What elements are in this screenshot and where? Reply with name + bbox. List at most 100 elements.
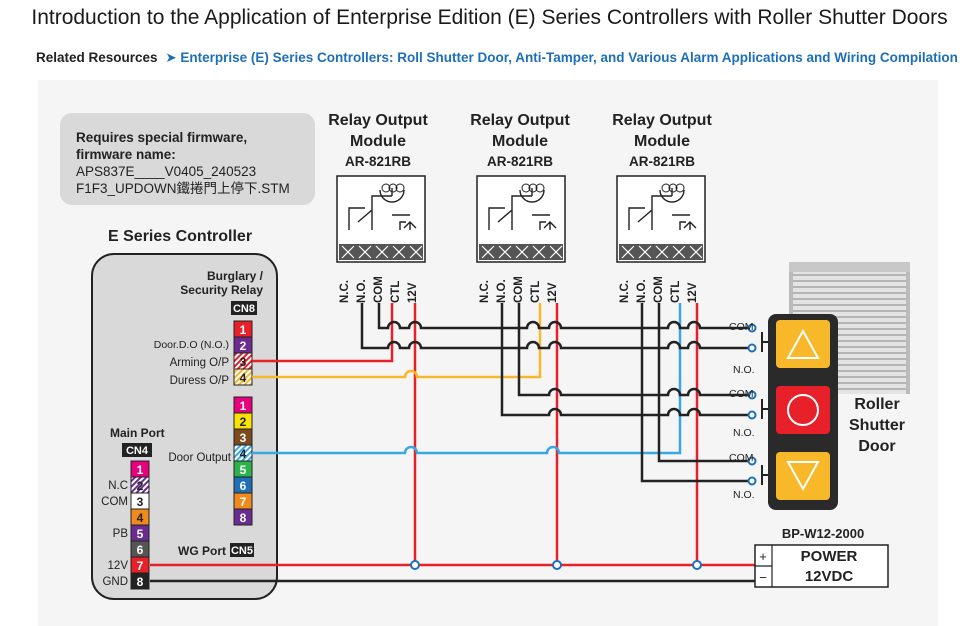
switch-up-com: COM <box>729 321 754 333</box>
relay-3-terminal-nc: N.C. <box>619 280 631 303</box>
door-label-3: Door <box>858 438 895 455</box>
wire-relay-1-com <box>377 303 752 330</box>
switch-contacts: COM N.O. COM N.O. COM N.O. <box>729 321 772 501</box>
relay-header-2: Security Relay <box>180 283 263 297</box>
switch-up-no: N.O. <box>733 364 755 376</box>
related-resources-link[interactable]: Enterprise (E) Series Controllers: Roll … <box>180 50 958 65</box>
relay-3-model: AR-821RB <box>629 154 695 169</box>
door-control-panel <box>768 314 838 510</box>
up-arrow-icon <box>786 328 820 359</box>
power-supply <box>754 544 889 588</box>
wg-pin-5: 5 <box>240 463 247 477</box>
wire-12v-drops <box>413 303 699 565</box>
relay-3-title-1: Relay Output <box>612 112 712 129</box>
firmware-line-1: Requires special firmware, <box>76 130 247 145</box>
main-label-12v: 12V <box>108 560 129 572</box>
relay-module-1: Relay Output Module AR-821RB <box>328 112 428 263</box>
down-arrow-icon <box>786 461 820 492</box>
wg-pin-8: 8 <box>240 511 247 525</box>
cn8-connector: 1 2 3 4 <box>233 320 253 386</box>
controller-title: E Series Controller <box>108 228 252 245</box>
relay-module-2: Relay Output Module AR-821RB <box>470 112 570 263</box>
cn8-pin-2: 2 <box>240 339 247 353</box>
relay-terminal-labels: N.C. N.O. COM CTL 12V N.C. N.O. COM CTL … <box>339 276 699 303</box>
relay-3-terminal-no: N.O. <box>636 279 648 303</box>
switch-down-com: COM <box>729 452 754 464</box>
relay-2-terminal-nc: N.C. <box>479 280 491 303</box>
wire-relay-1-no <box>360 303 752 350</box>
page-title: Introduction to the Application of Enter… <box>31 6 948 29</box>
switch-down-no: N.O. <box>733 489 755 501</box>
relay-2-title-2: Module <box>492 133 548 150</box>
cn8-label-arming: Arming O/P <box>170 357 230 369</box>
wiring <box>150 303 755 583</box>
main-port-connector: 1 2 3 4 5 6 7 8 <box>130 460 150 590</box>
main-pin-1: 1 <box>137 463 144 477</box>
relay-2-terminal-no: N.O. <box>496 279 508 303</box>
door-output-label: Door Output <box>168 452 231 464</box>
main-pin-4: 4 <box>137 511 144 525</box>
cn5-label: CN5 <box>231 545 253 557</box>
wg-pin-2: 2 <box>240 415 247 429</box>
switch-stop-no: N.O. <box>733 427 755 439</box>
power-model: BP-W12-2000 <box>782 526 864 541</box>
cn8-label-duress: Duress O/P <box>170 375 230 387</box>
cn4-label: CN4 <box>126 445 149 457</box>
relay-2-terminal-12v: 12V <box>547 282 559 303</box>
door-label-1: Roller <box>854 396 899 413</box>
power-line-2: 12VDC <box>805 568 854 585</box>
cn8-pin-1: 1 <box>240 323 247 337</box>
wg-pin-4: 4 <box>240 447 247 461</box>
arrow-right-icon: ➤ <box>165 50 177 65</box>
relay-3-terminal-ctl: CTL <box>670 281 682 303</box>
power-plus: + <box>759 549 767 564</box>
cn8-pin-4: 4 <box>240 371 247 385</box>
main-pin-8: 8 <box>137 575 144 589</box>
relay-1-terminal-nc: N.C. <box>339 280 351 303</box>
relay-2-terminal-ctl: CTL <box>530 281 542 303</box>
main-pin-6: 6 <box>137 543 144 557</box>
door-label-2: Shutter <box>849 417 905 434</box>
power-line-1: POWER <box>801 548 858 565</box>
relay-1-terminal-com: COM <box>373 276 385 303</box>
junction-dots <box>410 560 702 570</box>
stop-icon <box>787 394 819 426</box>
relay-3-terminal-com: COM <box>653 276 665 303</box>
power-minus: − <box>759 570 767 585</box>
cn8-label: CN8 <box>233 303 255 315</box>
relay-2-title-1: Relay Output <box>470 112 570 129</box>
relay-1-title-2: Module <box>350 133 406 150</box>
main-label-gnd: GND <box>102 576 128 588</box>
wire-duress <box>252 303 542 379</box>
firmware-note: Requires special firmware, firmware name… <box>60 113 315 205</box>
cn8-label-door-do: Door.D.O (N.O.) <box>154 339 229 351</box>
cn8-pin-3: 3 <box>240 355 247 369</box>
main-label-nc: N.C <box>108 480 128 492</box>
relay-module-3: Relay Output Module AR-821RB <box>612 112 712 263</box>
wg-pin-3: 3 <box>240 431 247 445</box>
relay-3-title-2: Module <box>634 133 690 150</box>
relay-1-terminal-12v: 12V <box>407 282 419 303</box>
wire-relay-2-no <box>500 303 752 417</box>
wg-port-label: WG Port <box>178 544 226 558</box>
main-pin-7: 7 <box>137 559 144 573</box>
relay-2-terminal-com: COM <box>513 276 525 303</box>
firmware-line-4: F1F3_UPDOWN鐵捲門上停下.STM <box>76 180 290 196</box>
wire-relay-3-no <box>640 303 752 483</box>
wire-door-output <box>252 303 682 455</box>
wg-pin-1: 1 <box>240 399 247 413</box>
relay-1-terminal-ctl: CTL <box>390 281 402 303</box>
main-pin-5: 5 <box>137 527 144 541</box>
wg-port-connector: 1 2 3 4 5 6 7 8 <box>233 396 253 526</box>
relay-2-model: AR-821RB <box>487 154 553 169</box>
wire-relay-3-com <box>657 303 752 463</box>
main-label-pb: PB <box>113 528 129 540</box>
wg-pin-7: 7 <box>240 495 247 509</box>
relay-1-terminal-no: N.O. <box>356 279 368 303</box>
switch-stop-com: COM <box>729 388 754 400</box>
relay-3-terminal-12v: 12V <box>687 282 699 303</box>
main-label-com: COM <box>101 496 128 508</box>
relay-1-title-1: Relay Output <box>328 112 428 129</box>
main-port-label: Main Port <box>110 426 165 440</box>
